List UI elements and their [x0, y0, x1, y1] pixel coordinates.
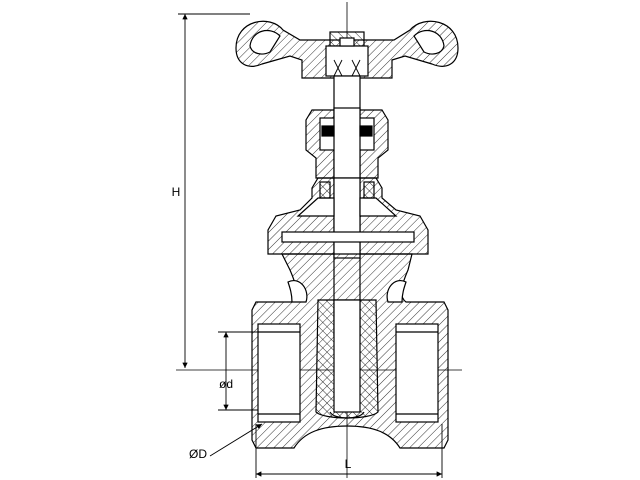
dimension-outer-diameter — [209, 423, 263, 457]
packing-ring-right — [359, 125, 373, 137]
right-port — [395, 323, 439, 423]
length-label: L — [345, 457, 352, 471]
valve-body — [251, 253, 449, 449]
packing-ring-left — [321, 125, 335, 137]
dimension-length — [255, 424, 443, 478]
outer-diameter-label: ØD — [189, 447, 207, 461]
gland-nut — [305, 107, 389, 181]
handwheel — [235, 20, 459, 79]
height-label: H — [172, 185, 181, 199]
dimension-height — [178, 13, 250, 368]
inner-diameter-label: ød — [219, 377, 233, 391]
left-port — [257, 323, 301, 423]
bonnet — [267, 177, 429, 259]
dimension-inner-diameter — [218, 331, 258, 411]
